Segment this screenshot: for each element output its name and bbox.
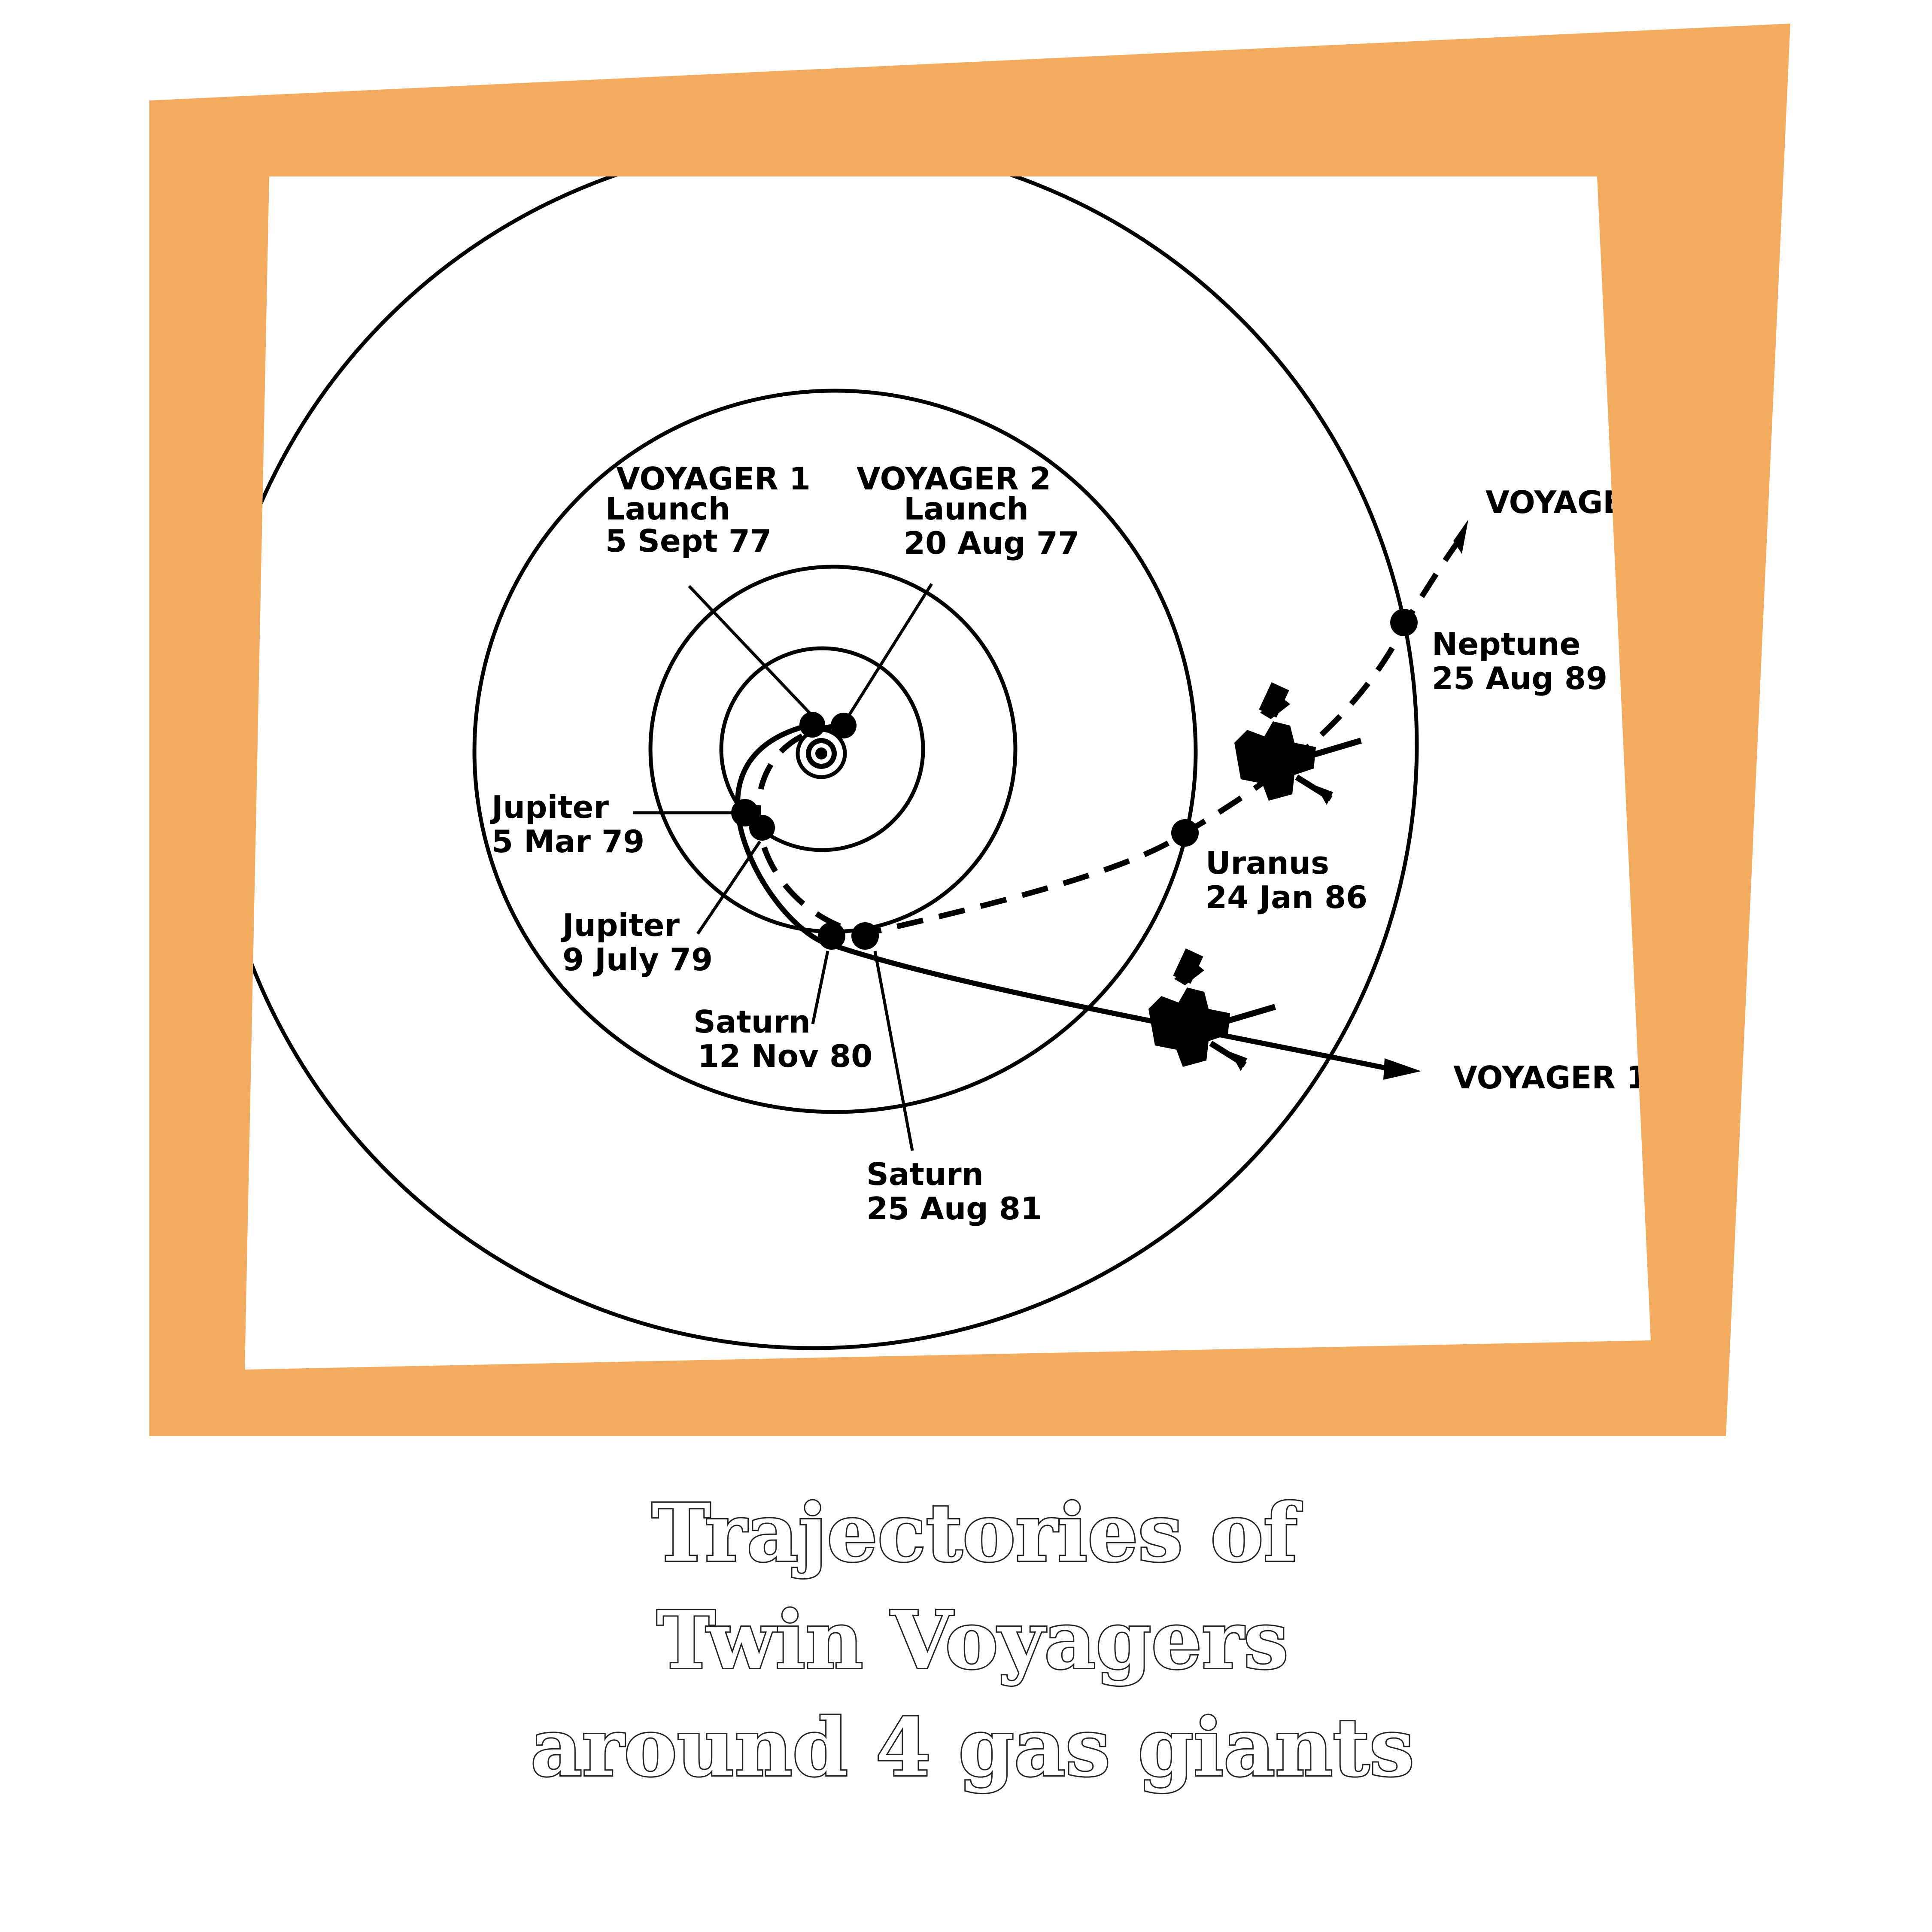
jupiter1-point <box>731 799 759 826</box>
orbit-3 <box>472 389 1198 1114</box>
caption-line-3: around 4 gas giants <box>531 1701 1414 1794</box>
orbit-4 <box>245 176 1419 1350</box>
neptune-point <box>1390 609 1418 636</box>
voyager2-launch-word: Launch <box>904 491 1029 527</box>
sun-icon <box>796 728 847 779</box>
saturn1-name: Saturn <box>693 1004 811 1040</box>
caption-line-2: Twin Voyagers <box>656 1593 1288 1687</box>
voyager1-launch-word: Launch <box>605 491 730 527</box>
diagram-content: VOYAGER 1 Launch 5 Sept 77 VOYAGER 2 Lau… <box>245 176 1648 1350</box>
neptune-date: 25 Aug 89 <box>1432 660 1607 696</box>
voyager2-launch-point <box>831 713 857 738</box>
diagram-panel <box>245 176 1651 1370</box>
uranus-name: Uranus <box>1206 845 1329 881</box>
voyager1-launch-date: 5 Sept 77 <box>605 523 772 559</box>
saturn1-date: 12 Nov 80 <box>698 1038 872 1074</box>
uranus-date: 24 Jan 86 <box>1206 879 1367 915</box>
voyager1-exit-label: VOYAGER 1 <box>1453 1060 1648 1096</box>
jupiter1-name: Jupiter <box>489 789 609 825</box>
voyager1-launch-point <box>799 712 825 738</box>
jupiter2-name: Jupiter <box>560 907 680 943</box>
voyager2-launch-date: 20 Aug 77 <box>904 525 1079 561</box>
voyager2-launch-name: VOYAGER 2 <box>857 461 1051 497</box>
orbit-1 <box>719 646 925 852</box>
voyager2-arrowhead <box>1453 519 1468 554</box>
saturn2-date: 25 Aug 81 <box>866 1191 1042 1227</box>
caption-line-1: Trajectories of <box>652 1486 1302 1580</box>
voyager1-launch-name: VOYAGER 1 <box>616 461 811 497</box>
jupiter2-point <box>749 815 775 841</box>
jupiter2-date: 9 July 79 <box>562 942 713 978</box>
uranus-point <box>1171 819 1199 847</box>
saturn1-point <box>818 922 845 950</box>
voyager2-exit-label: VOYAGE <box>1485 484 1624 520</box>
neptune-name: Neptune <box>1432 626 1580 662</box>
saturn2-name: Saturn <box>866 1156 984 1192</box>
saturn2-point <box>851 922 879 950</box>
jupiter1-date: 5 Mar 79 <box>492 823 644 860</box>
voyager1-arrowhead <box>1383 1058 1421 1080</box>
leader-lines <box>633 583 933 1151</box>
